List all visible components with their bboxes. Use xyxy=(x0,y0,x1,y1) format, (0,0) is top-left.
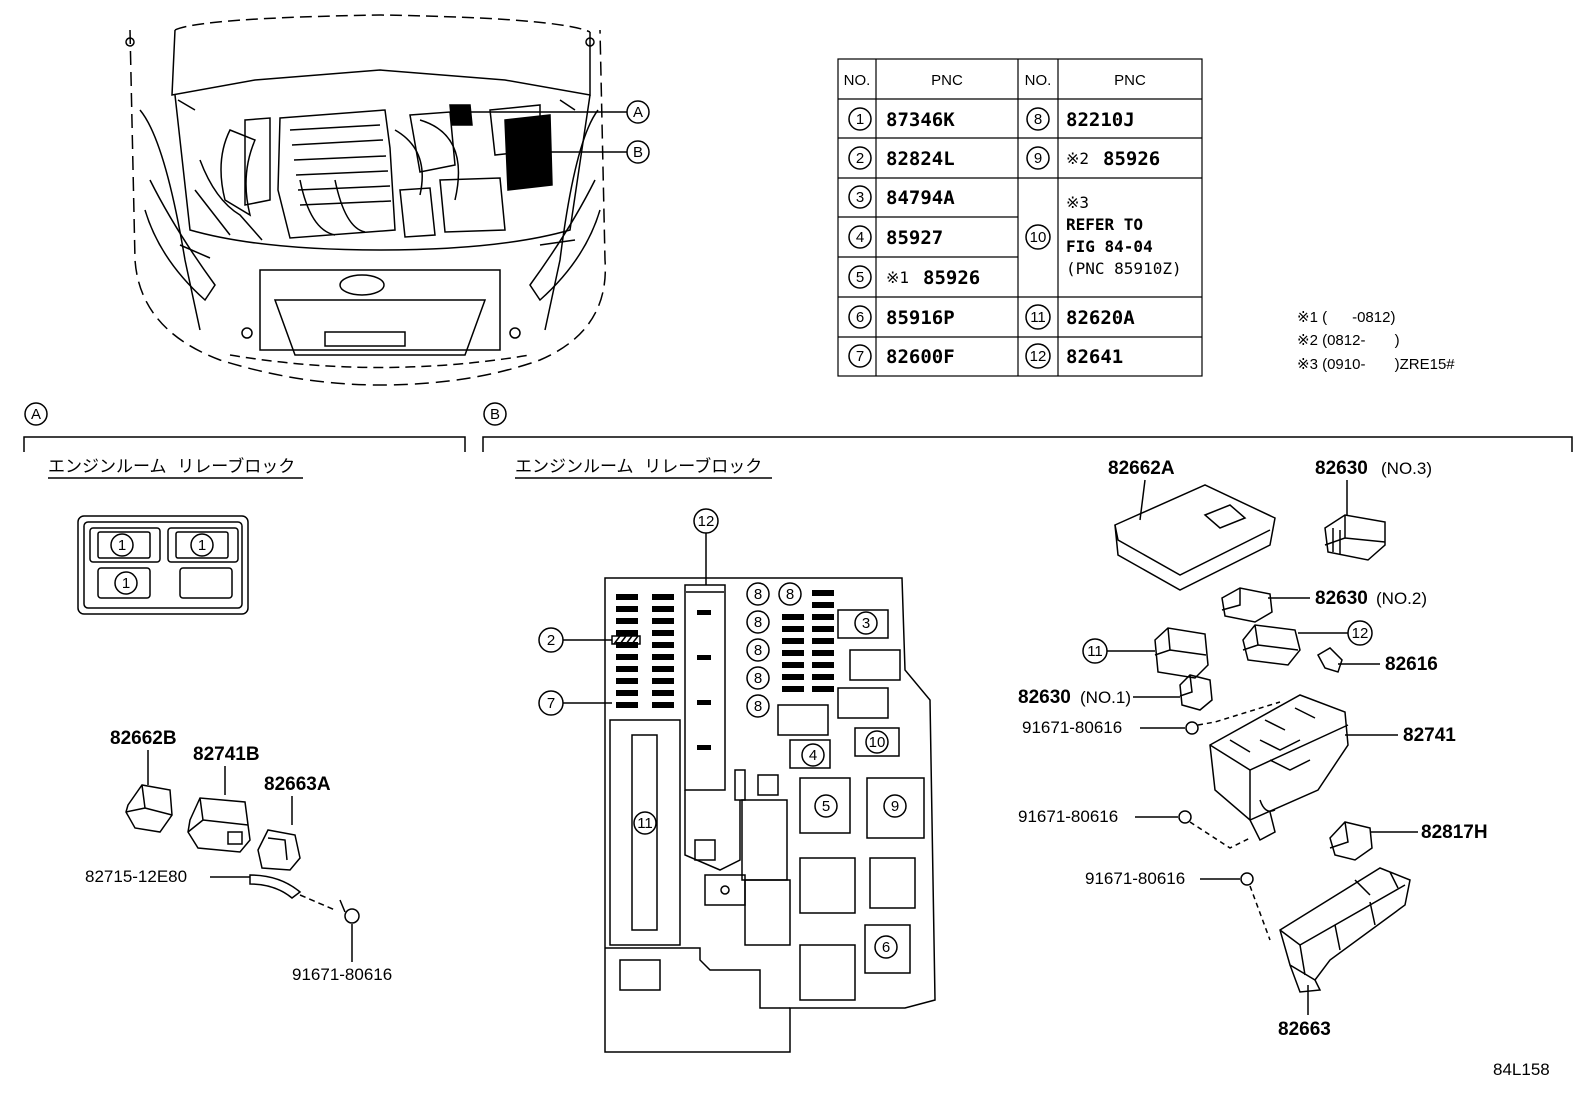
view-label-a-top: A xyxy=(633,104,643,121)
table-pnc-11: 82620A xyxy=(1066,307,1135,329)
block-label-8f: 8 xyxy=(754,698,762,715)
section-b-exploded: 82662A 82630 (NO.3) 82630 (NO.2) 12 8261… xyxy=(1018,458,1488,1040)
part-82630-no3: 82630 xyxy=(1315,458,1368,479)
figure-id: 84L158 xyxy=(1493,1060,1550,1079)
table-ref-10-line3: FIG 84-04 xyxy=(1066,237,1153,256)
fuse-block-outline xyxy=(604,577,936,1053)
table-header-no-2: NO. xyxy=(1025,72,1052,89)
table-no-8: 8 xyxy=(1034,111,1042,128)
table-header-pnc-2: PNC xyxy=(1114,72,1146,89)
table-mark-9: ※2 xyxy=(1066,149,1089,168)
table-no-4: 4 xyxy=(856,229,864,246)
part-82630-no3-suffix: (NO.3) xyxy=(1381,459,1432,478)
block-label-12: 12 xyxy=(698,513,715,530)
block-label-5: 5 xyxy=(822,798,830,815)
relay-label-a2: 1 xyxy=(198,537,206,554)
part-82663A: 82663A xyxy=(264,774,331,795)
table-pnc-6: 85916P xyxy=(886,307,955,329)
block-label-7: 7 xyxy=(547,695,555,712)
table-mark-5: ※1 xyxy=(886,268,909,287)
table-header-pnc-1: PNC xyxy=(931,72,963,89)
table-no-5: 5 xyxy=(856,269,864,286)
part-circle-12: 12 xyxy=(1352,625,1369,642)
note-3: ※3 (0910- )ZRE15# xyxy=(1297,356,1455,373)
block-label-9: 9 xyxy=(891,798,899,815)
table-pnc-2: 82824L xyxy=(886,148,955,170)
part-82662A: 82662A xyxy=(1108,458,1175,479)
part-82715-12E80: 82715-12E80 xyxy=(85,867,187,886)
section-headers: A B xyxy=(23,402,1573,452)
note-1: ※1 ( -0812) xyxy=(1297,309,1395,326)
part-82741: 82741 xyxy=(1403,725,1456,746)
section-a-label: A xyxy=(31,406,41,423)
table-no-7: 7 xyxy=(856,348,864,365)
part-91671-80616-b2: 91671-80616 xyxy=(1018,807,1118,826)
fuse-rows xyxy=(616,590,834,750)
pnc-table: NO. PNC NO. PNC 1 87346K 2 82824L 3 8479… xyxy=(837,58,1203,377)
table-no-10: 10 xyxy=(1030,229,1047,246)
table-pnc-9: 85926 xyxy=(1103,148,1160,170)
section-b-fuse-block: エンジンルーム リレーブロック xyxy=(515,456,936,1053)
section-b-label: B xyxy=(490,406,500,423)
block-label-8e: 8 xyxy=(754,670,762,687)
table-ref-10-line2: REFER TO xyxy=(1066,215,1143,234)
block-label-8d: 8 xyxy=(754,642,762,659)
note-2: ※2 (0812- ) xyxy=(1297,332,1400,349)
block-label-8b: 8 xyxy=(786,586,794,603)
table-pnc-8: 82210J xyxy=(1066,109,1135,131)
footnotes: ※1 ( -0812) ※2 (0812- ) ※3 (0910- )ZRE15… xyxy=(1297,309,1455,373)
part-91671-80616-a: 91671-80616 xyxy=(292,965,392,984)
table-ref-10-line1: ※3 xyxy=(1066,193,1089,212)
table-no-9: 9 xyxy=(1034,150,1042,167)
table-pnc-12: 82641 xyxy=(1066,346,1123,368)
table-no-3: 3 xyxy=(856,189,864,206)
block-label-4: 4 xyxy=(809,747,817,764)
view-label-b-top: B xyxy=(633,144,643,161)
part-82630-no2-suffix: (NO.2) xyxy=(1376,589,1427,608)
table-no-11: 11 xyxy=(1030,309,1046,326)
part-82630-no1: 82630 xyxy=(1018,687,1071,708)
section-b-title: エンジンルーム リレーブロック xyxy=(515,456,762,477)
table-pnc-4: 85927 xyxy=(886,227,943,249)
section-a-title: エンジンルーム リレーブロック xyxy=(48,456,295,477)
part-82662B: 82662B xyxy=(110,728,177,749)
table-pnc-3: 84794A xyxy=(886,187,955,209)
table-no-6: 6 xyxy=(856,309,864,326)
block-label-3: 3 xyxy=(862,615,870,632)
table-pnc-5: 85926 xyxy=(923,267,980,289)
view-leaders: A B xyxy=(470,100,650,164)
part-82630-no2: 82630 xyxy=(1315,588,1368,609)
part-82817H: 82817H xyxy=(1421,822,1488,843)
table-ref-10-line4: (PNC 85910Z) xyxy=(1066,259,1182,278)
table-no-1: 1 xyxy=(856,111,864,128)
car-front-illustration xyxy=(125,14,607,386)
table-no-2: 2 xyxy=(856,150,864,167)
block-label-8a: 8 xyxy=(754,586,762,603)
block-label-8c: 8 xyxy=(754,614,762,631)
block-label-2: 2 xyxy=(547,632,555,649)
relay-label-a3: 1 xyxy=(122,575,130,592)
section-a: エンジンルーム リレーブロック 1 1 1 82662B 82741B 8266… xyxy=(48,456,392,984)
block-label-10: 10 xyxy=(869,734,886,751)
table-pnc-1: 87346K xyxy=(886,109,955,131)
block-label-11: 11 xyxy=(637,815,653,832)
table-header-no-1: NO. xyxy=(844,72,871,89)
part-82663: 82663 xyxy=(1278,1019,1331,1040)
part-82741B: 82741B xyxy=(193,744,260,765)
part-circle-11: 11 xyxy=(1087,643,1103,660)
part-91671-80616-b3: 91671-80616 xyxy=(1085,869,1185,888)
part-91671-80616-b1: 91671-80616 xyxy=(1022,718,1122,737)
block-label-6: 6 xyxy=(882,939,890,956)
part-82616: 82616 xyxy=(1385,654,1438,675)
table-pnc-7: 82600F xyxy=(886,346,955,368)
part-82630-no1-suffix: (NO.1) xyxy=(1080,688,1131,707)
table-no-12: 12 xyxy=(1030,348,1047,365)
relay-label-a1: 1 xyxy=(118,537,126,554)
